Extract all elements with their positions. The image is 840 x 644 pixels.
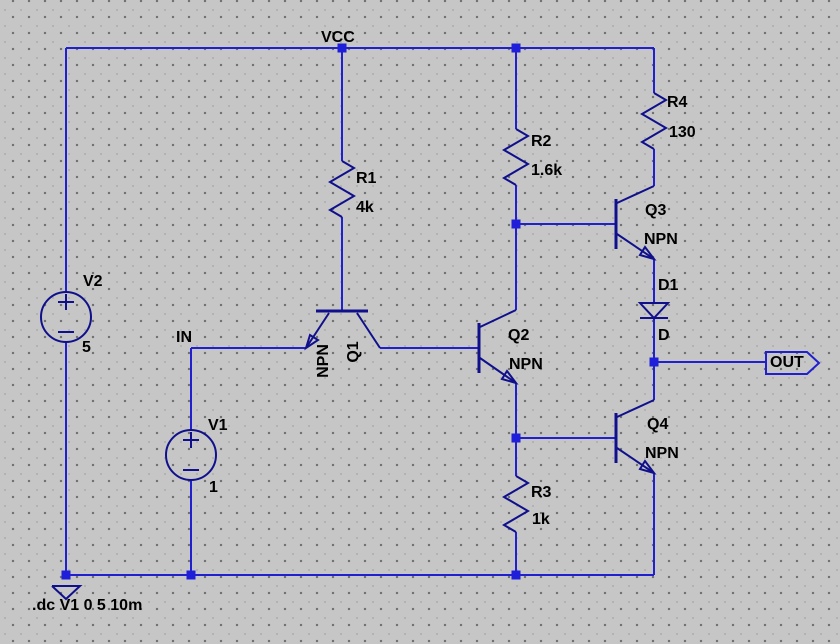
label-r4-name[interactable]: R4 xyxy=(667,94,688,111)
npn-transistor-q1-symbol[interactable] xyxy=(304,309,381,351)
diode-d1-symbol[interactable] xyxy=(637,302,671,320)
wire-junctions xyxy=(61,43,659,580)
label-r2-name[interactable]: R2 xyxy=(531,133,552,150)
label-q3-name[interactable]: Q3 xyxy=(645,202,667,219)
label-q2-type[interactable]: NPN xyxy=(509,356,543,373)
label-r2-value[interactable]: 1.6k xyxy=(531,162,563,179)
wires[interactable] xyxy=(65,47,766,576)
label-q3-type[interactable]: NPN xyxy=(644,231,678,248)
net-label-in[interactable]: IN xyxy=(176,329,192,346)
label-q1-name[interactable]: Q1 xyxy=(345,341,362,363)
voltage-source-v2-symbol[interactable] xyxy=(40,291,92,343)
resistor-r2-symbol[interactable] xyxy=(502,128,530,186)
label-v2-name[interactable]: V2 xyxy=(83,273,103,290)
label-r4-value[interactable]: 130 xyxy=(669,124,696,141)
npn-transistor-q2-symbol[interactable] xyxy=(477,309,519,385)
net-label-out[interactable]: OUT xyxy=(770,354,804,371)
net-label-d[interactable]: D xyxy=(658,327,670,344)
label-v1-name[interactable]: V1 xyxy=(208,417,228,434)
label-r1-value[interactable]: 4k xyxy=(356,199,374,216)
label-v2-value[interactable]: 5 xyxy=(82,339,91,356)
label-q1-type[interactable]: NPN xyxy=(315,344,332,378)
net-label-vcc[interactable]: VCC xyxy=(321,29,355,46)
label-q4-type[interactable]: NPN xyxy=(645,445,679,462)
label-r3-value[interactable]: 1k xyxy=(532,511,550,528)
spice-directive-text[interactable]: .dc V1 0 5 10m xyxy=(32,597,143,614)
label-q2-name[interactable]: Q2 xyxy=(508,327,530,344)
resistor-r1-symbol[interactable] xyxy=(328,160,356,218)
npn-transistor-q3-symbol[interactable] xyxy=(614,185,657,261)
ground-symbol[interactable] xyxy=(51,585,83,601)
label-r1-name[interactable]: R1 xyxy=(356,170,377,187)
label-q4-name[interactable]: Q4 xyxy=(647,416,669,433)
resistor-r4-symbol[interactable] xyxy=(640,92,668,150)
npn-transistor-q4-symbol[interactable] xyxy=(614,399,657,475)
label-r3-name[interactable]: R3 xyxy=(531,484,552,501)
label-v1-value[interactable]: 1 xyxy=(209,479,218,496)
out-port-flag[interactable] xyxy=(765,351,821,375)
voltage-source-v1-symbol[interactable] xyxy=(165,429,217,481)
resistor-r3-symbol[interactable] xyxy=(502,475,530,533)
label-d1-name[interactable]: D1 xyxy=(658,277,679,294)
